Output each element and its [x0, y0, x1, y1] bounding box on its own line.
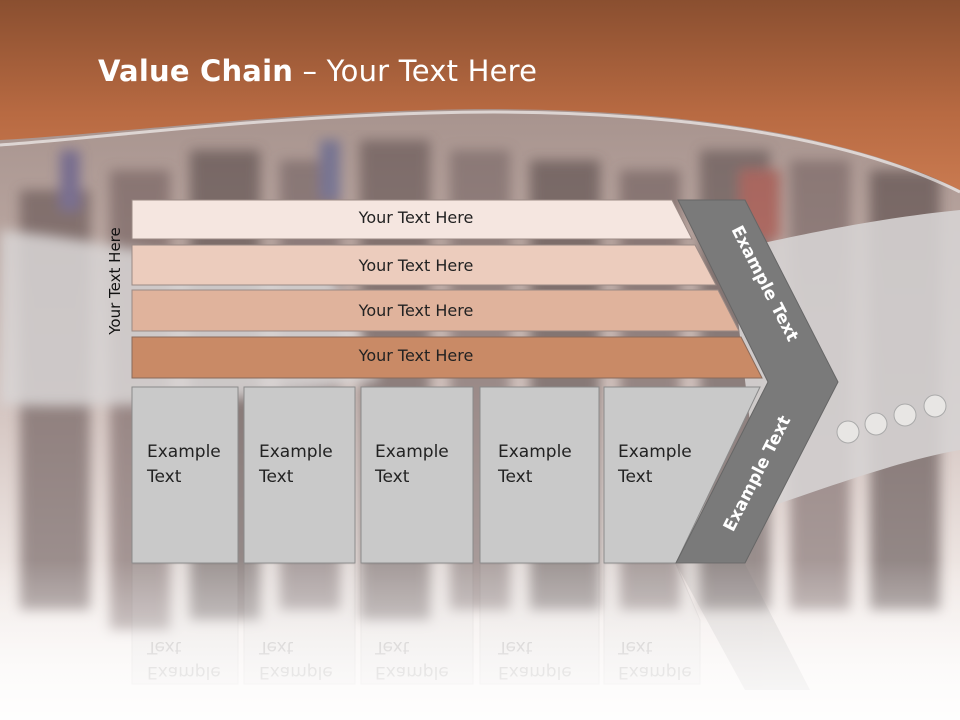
support-row-2 [131, 244, 717, 286]
support-row-3 [131, 289, 740, 332]
support-row-4 [131, 336, 763, 379]
support-row-3-label: Your Text Here [358, 301, 474, 320]
support-row-2-label: Your Text Here [358, 256, 474, 275]
reflection-fade [0, 560, 960, 720]
activity-box-4 [479, 386, 600, 564]
page-title: Value Chain – Your Text Here [98, 54, 538, 88]
header-band [0, 0, 960, 194]
activity-box-3 [360, 386, 474, 564]
sleeve-buttons-icon [836, 394, 947, 444]
support-row-1-label: Your Text Here [358, 208, 474, 227]
support-row-1 [131, 199, 693, 240]
activity-box-2 [243, 386, 356, 564]
support-row-4-label: Your Text Here [358, 346, 474, 365]
activity-box-1 [131, 386, 239, 564]
